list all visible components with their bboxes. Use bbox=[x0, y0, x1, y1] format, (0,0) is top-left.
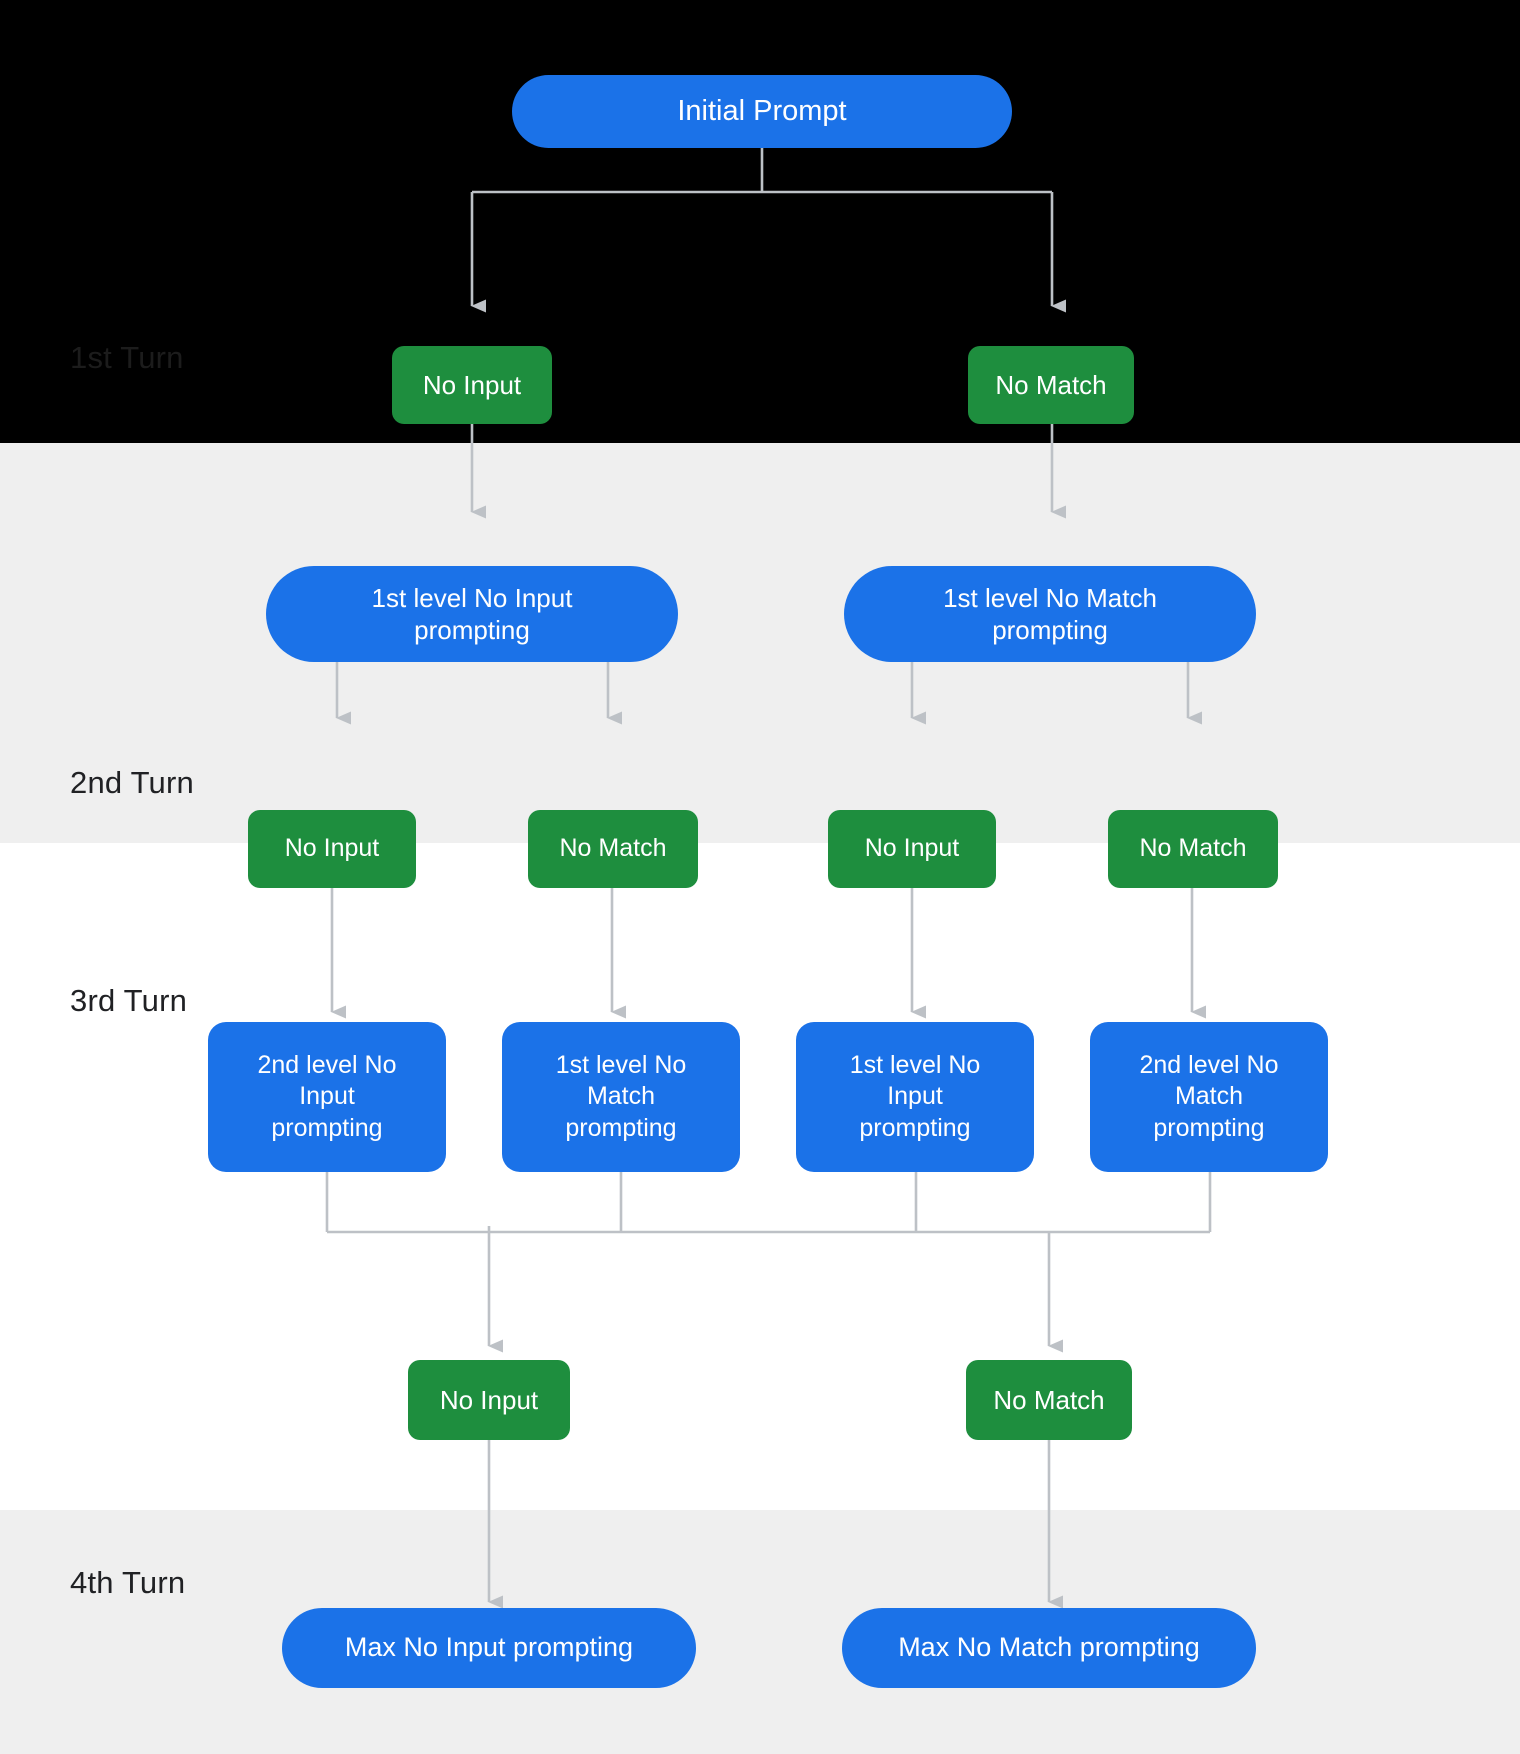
node-initial-prompt[interactable]: Initial Prompt bbox=[512, 75, 1012, 148]
node-label: 1st level No Match prompting bbox=[943, 582, 1157, 646]
node-label: Initial Prompt bbox=[677, 95, 847, 128]
node-2nd-turn-no-input-b[interactable]: No Input bbox=[828, 810, 996, 888]
node-2nd-turn-no-match-b[interactable]: No Match bbox=[1108, 810, 1278, 888]
node-label: No Input bbox=[284, 834, 380, 863]
node-2nd-turn-1st-level-no-match-prompting[interactable]: 1st level No Match prompting bbox=[844, 566, 1256, 662]
turn-label-4th: 4th Turn bbox=[70, 1565, 186, 1600]
node-label: No Input bbox=[422, 369, 522, 400]
node-label: Max No Input prompting bbox=[344, 1632, 634, 1663]
node-3rd-turn-2nd-level-no-match-prompting[interactable]: 2nd level No Match prompting bbox=[1090, 1022, 1328, 1172]
node-label: No Match bbox=[993, 1384, 1105, 1415]
turn-label-2nd: 2nd Turn bbox=[70, 765, 194, 800]
node-label: No Match bbox=[1139, 834, 1247, 863]
node-3rd-turn-no-match[interactable]: No Match bbox=[966, 1360, 1132, 1440]
node-label: 1st level No Match prompting bbox=[555, 1051, 687, 1142]
node-2nd-turn-1st-level-no-input-prompting[interactable]: 1st level No Input prompting bbox=[266, 566, 678, 662]
turn-label-3rd: 3rd Turn bbox=[70, 983, 188, 1018]
node-4th-turn-max-no-match-prompting[interactable]: Max No Match prompting bbox=[842, 1608, 1256, 1688]
node-1st-turn-no-match[interactable]: No Match bbox=[968, 346, 1134, 424]
node-4th-turn-max-no-input-prompting[interactable]: Max No Input prompting bbox=[282, 1608, 696, 1688]
turn-label-1st: 1st Turn bbox=[70, 340, 184, 375]
node-label: No Input bbox=[439, 1384, 539, 1415]
node-2nd-turn-no-input-a[interactable]: No Input bbox=[248, 810, 416, 888]
node-2nd-turn-no-match-a[interactable]: No Match bbox=[528, 810, 698, 888]
node-3rd-turn-1st-level-no-input-prompting[interactable]: 1st level No Input prompting bbox=[796, 1022, 1034, 1172]
node-1st-turn-no-input[interactable]: No Input bbox=[392, 346, 552, 424]
node-label: 2nd level No Input prompting bbox=[257, 1051, 397, 1142]
band-4th-turn bbox=[0, 1510, 1520, 1754]
node-label: No Match bbox=[559, 834, 667, 863]
band-2nd-turn bbox=[0, 443, 1520, 843]
node-label: No Input bbox=[864, 834, 960, 863]
band-3rd-turn bbox=[0, 843, 1520, 1510]
node-3rd-turn-2nd-level-no-input-prompting[interactable]: 2nd level No Input prompting bbox=[208, 1022, 446, 1172]
node-3rd-turn-no-input[interactable]: No Input bbox=[408, 1360, 570, 1440]
node-3rd-turn-1st-level-no-match-prompting[interactable]: 1st level No Match prompting bbox=[502, 1022, 740, 1172]
node-label: Max No Match prompting bbox=[898, 1632, 1200, 1663]
node-label: 1st level No Input prompting bbox=[371, 582, 573, 646]
node-label: 2nd level No Match prompting bbox=[1139, 1051, 1279, 1142]
node-label: 1st level No Input prompting bbox=[849, 1051, 981, 1142]
node-label: No Match bbox=[995, 369, 1107, 400]
band-1st-turn bbox=[0, 0, 1520, 443]
